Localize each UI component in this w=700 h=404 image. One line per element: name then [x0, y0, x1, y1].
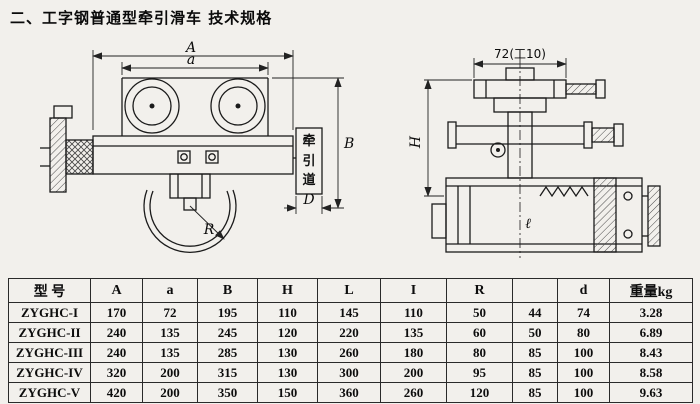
value-cell: 74	[557, 302, 610, 323]
value-cell: 360	[317, 382, 381, 403]
dim-label-A: A	[184, 40, 196, 56]
value-cell: 135	[142, 342, 198, 363]
value-cell: 44	[512, 302, 558, 323]
technical-drawings: A a B D R	[40, 40, 661, 258]
value-cell: 120	[446, 382, 513, 403]
side-bolts	[565, 79, 624, 147]
header-cell	[512, 278, 558, 303]
clamp	[169, 173, 211, 211]
header-cell: 重量kg	[609, 278, 693, 303]
value-cell: 170	[90, 302, 143, 323]
side-view-drawing	[431, 58, 661, 258]
value-cell: 180	[380, 342, 447, 363]
dim-label-72: 72(工10)	[494, 47, 546, 61]
guide-ring	[143, 189, 237, 253]
roller-left	[124, 78, 180, 134]
value-cell: 300	[317, 362, 381, 383]
value-cell: 240	[90, 342, 143, 363]
traction-box	[445, 177, 643, 253]
value-cell: 60	[446, 322, 513, 343]
value-cell: 95	[446, 362, 513, 383]
value-cell: 110	[380, 302, 447, 323]
header-cell: B	[197, 278, 258, 303]
header-cell: I	[380, 278, 447, 303]
value-cell: 285	[197, 342, 258, 363]
model-cell: ZYGHC-V	[8, 382, 91, 403]
table-row: ZYGHC-I 170 72 195 110 145 110 50 44 74 …	[8, 302, 693, 323]
header-cell: a	[142, 278, 198, 303]
table-row: ZYGHC-III 240 135 285 130 260 180 80 85 …	[8, 342, 693, 363]
value-cell: 200	[142, 382, 198, 403]
dim-label-R: R	[203, 222, 215, 238]
value-cell: 145	[317, 302, 381, 323]
front-view-drawing	[40, 77, 323, 253]
value-cell: 100	[557, 342, 610, 363]
front-view-dimensions	[92, 50, 344, 240]
value-cell: 420	[90, 382, 143, 403]
value-cell: 80	[557, 322, 610, 343]
value-cell: 200	[380, 362, 447, 383]
value-cell: 350	[197, 382, 258, 403]
header-cell: R	[446, 278, 513, 303]
value-cell: 85	[512, 382, 558, 403]
value-cell: 120	[257, 322, 318, 343]
value-cell: 240	[90, 322, 143, 343]
value-cell: 3.28	[609, 302, 693, 323]
model-cell: ZYGHC-III	[8, 342, 91, 363]
roller-right	[210, 78, 266, 134]
value-cell: 220	[317, 322, 381, 343]
model-cell: ZYGHC-IV	[8, 362, 91, 383]
value-cell: 195	[197, 302, 258, 323]
model-cell: ZYGHC-II	[8, 322, 91, 343]
header-cell: 型 号	[8, 278, 91, 303]
value-cell: 135	[380, 322, 447, 343]
value-cell: 150	[257, 382, 318, 403]
header-cell: d	[557, 278, 610, 303]
dim-label-B: B	[343, 136, 354, 152]
value-cell: 320	[90, 362, 143, 383]
dim-label-H: H	[408, 135, 424, 149]
dim-label-D: D	[302, 192, 314, 208]
value-cell: 260	[380, 382, 447, 403]
value-cell: 6.89	[609, 322, 693, 343]
value-cell: 260	[317, 342, 381, 363]
value-cell: 80	[446, 342, 513, 363]
spec-table: 型 号 A a B H L I R d 重量kg ZYGHC-I 170 72 …	[8, 278, 693, 403]
value-cell: 9.63	[609, 382, 693, 403]
page-title: 二、工字钢普通型牵引滑车 技术规格	[10, 9, 273, 27]
header-cell: L	[317, 278, 381, 303]
plate-bolts	[177, 150, 219, 164]
value-cell: 50	[512, 322, 558, 343]
table-row: ZYGHC-V 420 200 350 150 360 260 120 85 1…	[8, 382, 693, 403]
value-cell: 200	[142, 362, 198, 383]
value-cell: 50	[446, 302, 513, 323]
value-cell: 315	[197, 362, 258, 383]
value-cell: 110	[257, 302, 318, 323]
value-cell: 85	[512, 362, 558, 383]
value-cell: 245	[197, 322, 258, 343]
value-cell: 8.58	[609, 362, 693, 383]
side-view-dimensions	[424, 58, 567, 197]
rail-section	[40, 105, 94, 193]
table-row: ZYGHC-II 240 135 245 120 220 135 60 50 8…	[8, 322, 693, 343]
value-cell: 135	[142, 322, 198, 343]
table-header-row: 型 号 A a B H L I R d 重量kg	[8, 278, 693, 303]
traction-channel-label: 牵引道	[302, 134, 316, 188]
traction-channel-box	[293, 127, 323, 195]
value-cell: 85	[512, 342, 558, 363]
header-cell: A	[90, 278, 143, 303]
header-cell: H	[257, 278, 318, 303]
model-cell: ZYGHC-I	[8, 302, 91, 323]
dim-label-l: ℓ	[525, 216, 531, 232]
table-row: ZYGHC-IV 320 200 315 130 300 200 95 85 1…	[8, 362, 693, 383]
value-cell: 8.43	[609, 342, 693, 363]
value-cell: 130	[257, 362, 318, 383]
value-cell: 100	[557, 382, 610, 403]
value-cell: 100	[557, 362, 610, 383]
value-cell: 72	[142, 302, 198, 323]
value-cell: 130	[257, 342, 318, 363]
dim-label-a: a	[187, 52, 195, 68]
